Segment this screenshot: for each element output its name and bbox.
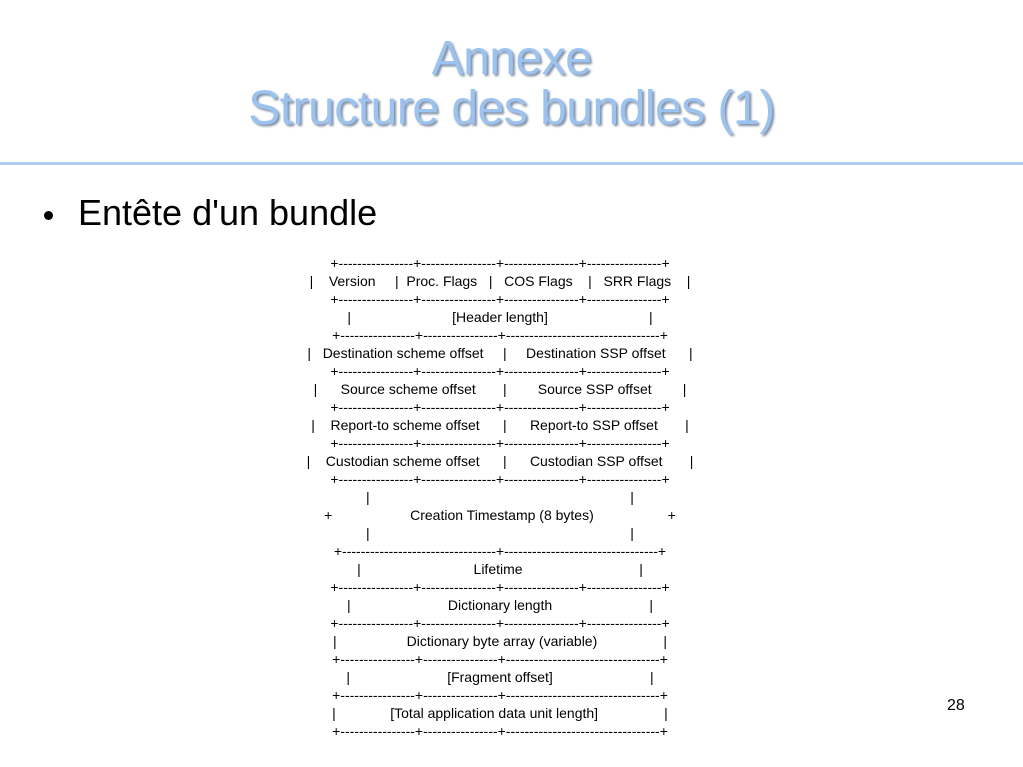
diagram-line: +----------------+----------------+-----… bbox=[332, 723, 668, 739]
diagram-line: +----------------+----------------+-----… bbox=[330, 291, 670, 307]
diagram-line: | [Header length] | bbox=[347, 309, 653, 325]
slide-title: Annexe Structure des bundles (1) bbox=[0, 34, 1023, 134]
diagram-line: + Creation Timestamp (8 bytes) + bbox=[324, 507, 676, 523]
title-divider bbox=[0, 162, 1023, 165]
diagram-line: +----------------+----------------+-----… bbox=[332, 687, 668, 703]
diagram-line: +----------------+----------------+-----… bbox=[330, 255, 670, 271]
diagram-line: | | bbox=[366, 489, 634, 505]
diagram-line: | | bbox=[366, 525, 634, 541]
diagram-line: | Custodian scheme offset | Custodian SS… bbox=[306, 453, 694, 469]
diagram-line: +----------------+----------------+-----… bbox=[330, 579, 670, 595]
diagram-line: +----------------+----------------+-----… bbox=[330, 363, 670, 379]
page-number: 28 bbox=[947, 697, 965, 714]
bullet-text: Entête d'un bundle bbox=[78, 192, 378, 233]
diagram-line: +----------------+----------------+-----… bbox=[332, 327, 668, 343]
diagram-line: +----------------+----------------+-----… bbox=[330, 435, 670, 451]
diagram-line: | Source scheme offset | Source SSP offs… bbox=[313, 381, 687, 397]
diagram-line: +----------------+----------------+-----… bbox=[332, 651, 668, 667]
diagram-line: | [Fragment offset] | bbox=[346, 669, 654, 685]
diagram-line: +----------------+----------------+-----… bbox=[330, 399, 670, 415]
diagram-line: | [Total application data unit length] | bbox=[332, 705, 668, 721]
bullet-item: Entête d'un bundle bbox=[44, 190, 377, 236]
diagram-line: | Dictionary byte array (variable) | bbox=[332, 633, 668, 649]
diagram-line: | Lifetime | bbox=[357, 561, 643, 577]
slide-title-line-1: Annexe bbox=[431, 32, 592, 85]
bullet-dot-icon bbox=[44, 210, 53, 220]
slide-title-line-2: Structure des bundles (1) bbox=[248, 82, 775, 135]
diagram-line: | Report-to scheme offset | Report-to SS… bbox=[311, 417, 689, 433]
diagram-line: | Version | Proc. Flags | COS Flags | SR… bbox=[309, 273, 691, 289]
diagram-line: +---------------------------------+-----… bbox=[333, 543, 667, 559]
diagram-line: +----------------+----------------+-----… bbox=[330, 471, 670, 487]
diagram-line: | Destination scheme offset | Destinatio… bbox=[307, 345, 693, 361]
diagram-line: | Dictionary length | bbox=[346, 597, 654, 613]
diagram-line: +----------------+----------------+-----… bbox=[330, 615, 670, 631]
